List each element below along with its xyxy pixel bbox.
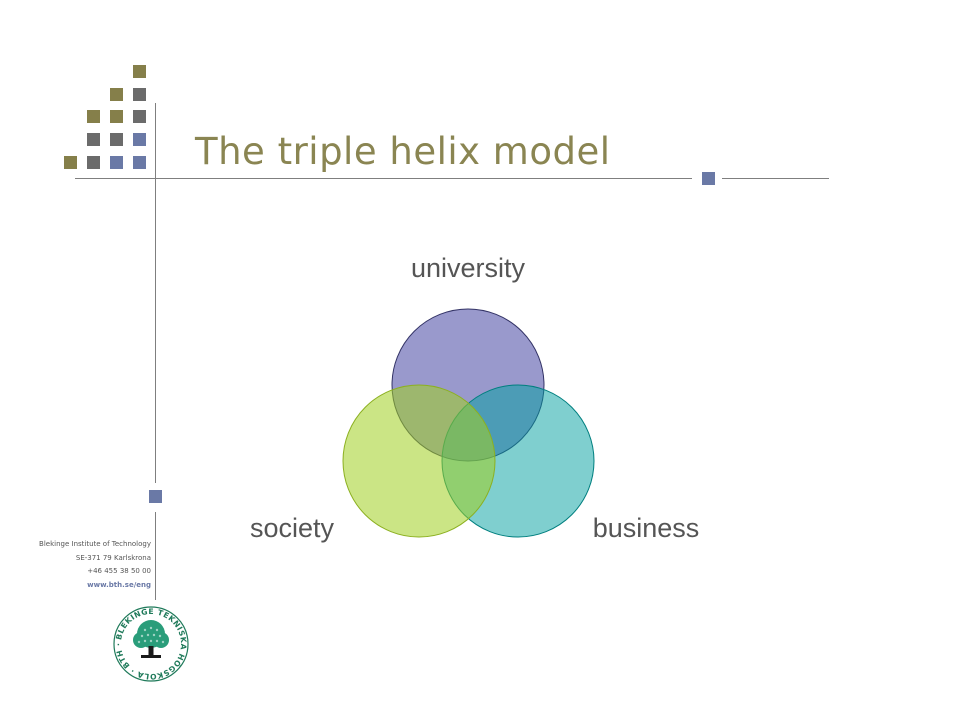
decor-square xyxy=(133,133,146,146)
decor-square xyxy=(87,110,100,123)
decor-square xyxy=(110,110,123,123)
university-label: university xyxy=(411,253,526,283)
business-label: business xyxy=(593,513,700,543)
decor-square xyxy=(87,156,100,169)
decor-square xyxy=(133,156,146,169)
society-label: society xyxy=(250,513,335,543)
decor-square xyxy=(87,133,100,146)
bth-seal-logo: BLEKINGE TEKNISKA HÖGSKOLA · BTH · xyxy=(113,606,189,682)
decor-square-title-line xyxy=(702,172,715,185)
decor-square xyxy=(110,88,123,101)
decor-square xyxy=(133,110,146,123)
title-rule-right xyxy=(722,178,829,179)
society-circle xyxy=(342,384,496,538)
decor-square xyxy=(64,156,77,169)
decor-square xyxy=(110,156,123,169)
decor-square xyxy=(133,65,146,78)
footer-address: Blekinge Institute of Technology SE-371 … xyxy=(10,538,151,592)
vertical-rule xyxy=(155,103,156,483)
institution-name: Blekinge Institute of Technology xyxy=(39,540,151,548)
tree-icon xyxy=(133,620,169,648)
website-link[interactable]: www.bth.se/eng xyxy=(87,580,151,589)
decor-square xyxy=(110,133,123,146)
slide-title: The triple helix model xyxy=(195,130,611,173)
decor-square-vertical-line xyxy=(149,490,162,503)
postal-address: SE-371 79 Karlskrona xyxy=(75,553,151,562)
vertical-rule-lower xyxy=(155,512,156,600)
title-rule xyxy=(75,178,692,179)
decor-square xyxy=(133,88,146,101)
phone-number: +46 455 38 50 00 xyxy=(87,567,151,575)
